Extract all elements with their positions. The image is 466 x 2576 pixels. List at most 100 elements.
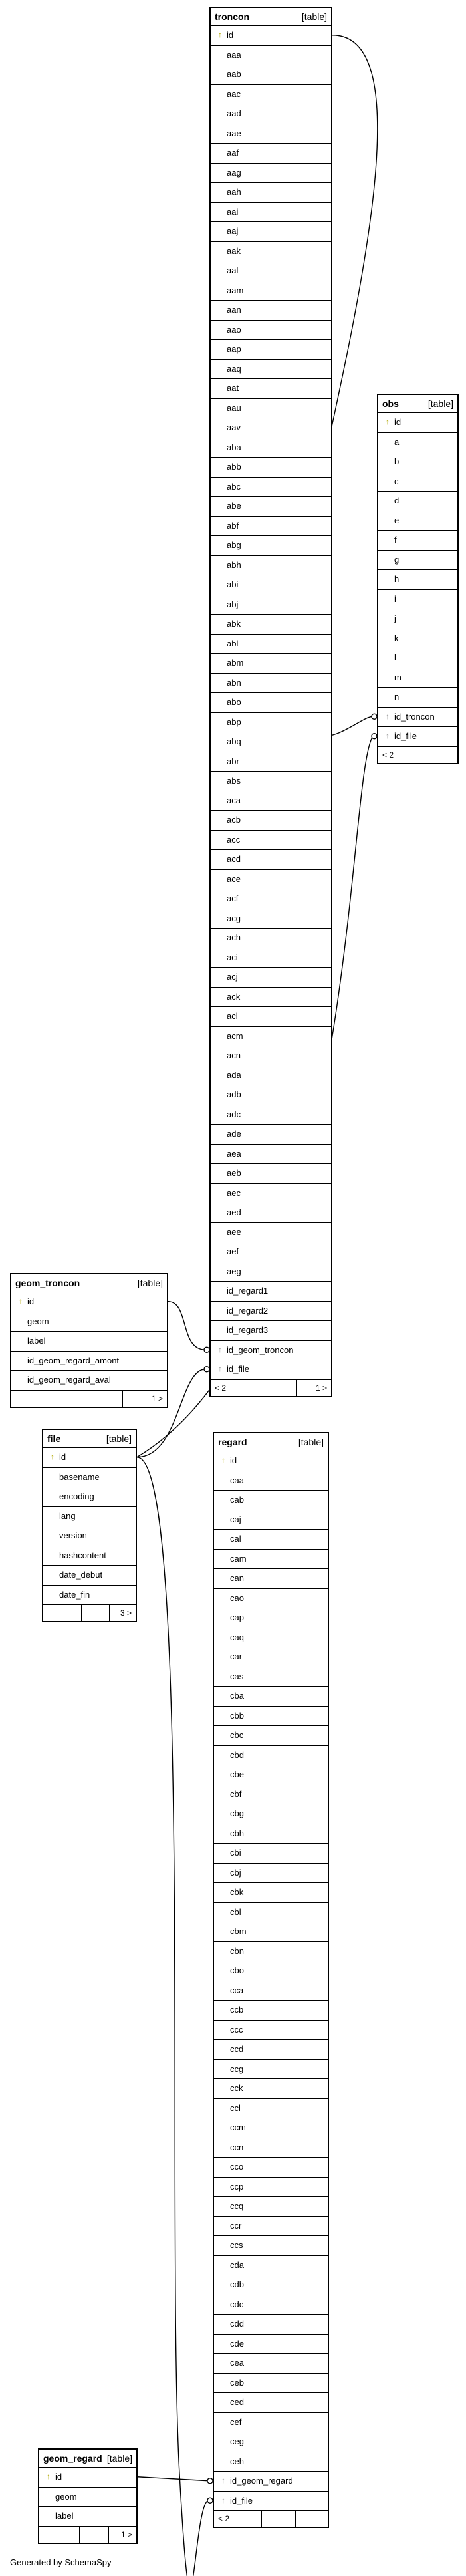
column-spacer: [216, 619, 224, 628]
table-row: caq: [214, 1628, 328, 1647]
column-spacer: [219, 2358, 227, 2367]
table-row: ccd: [214, 2040, 328, 2060]
table-row: cbc: [214, 1726, 328, 1746]
column-name: id_regard1: [227, 1286, 269, 1296]
column-spacer: [219, 2221, 227, 2230]
column-spacer: [219, 2436, 227, 2446]
primary-key-icon: ↑: [218, 30, 222, 39]
column-name: aac: [227, 88, 241, 99]
column-name: d: [394, 496, 400, 505]
column-spacer: [216, 1188, 224, 1197]
table-row: can: [214, 1569, 328, 1589]
column-spacer: [216, 383, 224, 392]
column-spacer: [216, 246, 224, 255]
column-name: aab: [227, 69, 241, 79]
column-name: ceb: [230, 2377, 244, 2388]
column-spacer: [216, 305, 224, 314]
column-name: ade: [227, 1129, 241, 1139]
column-spacer: [384, 574, 392, 583]
column-spacer: [219, 2240, 227, 2249]
column-name: cde: [230, 2338, 244, 2349]
table-row: ced: [214, 2393, 328, 2413]
table-kind-label: [table]: [106, 2453, 132, 2464]
table-row: ↑id_geom_troncon: [211, 1341, 331, 1360]
column-spacer: [216, 658, 224, 667]
table-footer: 3 >: [43, 1605, 136, 1621]
column-spacer: [219, 1711, 227, 1720]
column-spacer: [216, 1286, 224, 1295]
foreign-key-icon: ↑: [386, 711, 390, 721]
column-name: ada: [227, 1070, 241, 1080]
column-name: ccl: [230, 2102, 241, 2113]
table-row: cab: [214, 1491, 328, 1510]
column-name: acm: [227, 1030, 243, 1041]
column-spacer: [219, 2299, 227, 2309]
column-name: ccm: [230, 2122, 246, 2132]
column-spacer: [384, 652, 392, 662]
column-name: aeg: [227, 1266, 241, 1276]
column-spacer: [219, 2162, 227, 2171]
table-row: cbb: [214, 1707, 328, 1726]
table-row: geom: [39, 2488, 136, 2507]
column-name: cal: [230, 1534, 241, 1544]
column-name: ach: [227, 932, 241, 942]
column-name: aak: [227, 245, 241, 256]
table-footer: 1 >: [11, 1390, 167, 1407]
column-spacer: [216, 422, 224, 432]
column-spacer: [219, 1985, 227, 1995]
column-name: id_geom_regard: [230, 2476, 293, 2486]
table-row: abi: [211, 575, 331, 595]
column-spacer: [216, 1168, 224, 1177]
table-kind-label: [table]: [427, 398, 453, 409]
column-spacer: [219, 1789, 227, 1798]
zero-or-many-marker: [207, 2478, 213, 2484]
column-spacer: [216, 717, 224, 726]
column-name: g: [394, 554, 400, 565]
footer-cell: 1 >: [297, 1380, 331, 1396]
column-name: k: [394, 633, 399, 643]
table-row: ccr: [214, 2217, 328, 2236]
column-name: abn: [227, 677, 241, 688]
table-row: ach: [211, 929, 331, 948]
column-spacer: [384, 437, 392, 446]
column-name: geom: [55, 2491, 77, 2502]
column-spacer: [216, 1109, 224, 1119]
column-name: m: [394, 672, 402, 682]
column-name: abs: [227, 776, 241, 786]
column-spacer: [216, 540, 224, 549]
column-name: ace: [227, 873, 241, 884]
column-name: aeb: [227, 1168, 241, 1178]
column-name: abr: [227, 756, 239, 766]
column-spacer: [216, 265, 224, 275]
column-spacer: [384, 672, 392, 682]
table-row: aav: [211, 418, 331, 438]
column-spacer: [216, 521, 224, 530]
table-row: abf: [211, 517, 331, 536]
column-name: aaq: [227, 363, 241, 374]
column-spacer: [219, 2083, 227, 2092]
table-row: cal: [214, 1530, 328, 1550]
column-name: aao: [227, 324, 241, 335]
table-row: ceb: [214, 2374, 328, 2393]
table-row: id_geom_regard_amont: [11, 1352, 167, 1371]
column-name: cdc: [230, 2299, 244, 2309]
table-row: id_regard3: [211, 1321, 331, 1341]
column-spacer: [17, 1356, 25, 1365]
column-name: abc: [227, 481, 241, 492]
column-name: caa: [230, 1475, 244, 1485]
column-name: cbc: [230, 1730, 244, 1740]
column-spacer: [384, 633, 392, 643]
column-name: aau: [227, 402, 241, 413]
table-row: aan: [211, 301, 331, 321]
column-spacer: [219, 1965, 227, 1975]
table-row: cdd: [214, 2315, 328, 2335]
column-spacer: [216, 1227, 224, 1236]
table-row: ccq: [214, 2197, 328, 2217]
table-row: acn: [211, 1046, 331, 1066]
column-name: hashcontent: [59, 1550, 106, 1560]
column-spacer: [219, 2456, 227, 2466]
column-spacer: [216, 952, 224, 962]
column-name: ceh: [230, 2456, 244, 2466]
column-name: abb: [227, 462, 241, 472]
column-name: abq: [227, 736, 241, 746]
